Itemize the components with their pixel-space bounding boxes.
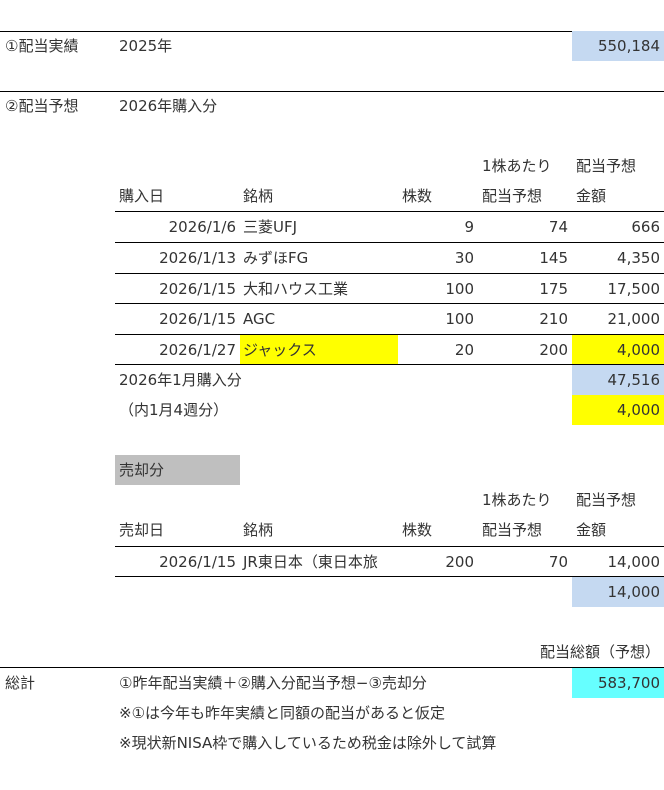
total-header: 配当総額（予想） [539, 643, 660, 661]
section2-title: 2026年購入分 [119, 97, 218, 115]
divider [115, 303, 664, 304]
sale-total[interactable]: 14,000 [572, 577, 664, 607]
stock-name[interactable]: AGC [243, 310, 276, 328]
purchase-date[interactable]: 2026/1/15 [159, 280, 236, 298]
dividend-amount[interactable]: 21,000 [607, 310, 661, 328]
table-row: 2026/1/6 三菱UFJ 9 74 666 [0, 212, 664, 242]
stock-name[interactable]: みずほFG [243, 249, 309, 267]
section1-label: ①配当実績 [5, 37, 79, 55]
divider [115, 364, 664, 365]
shares[interactable]: 100 [445, 310, 474, 328]
week-amount[interactable]: 4,000 [572, 395, 664, 425]
dividend-amount[interactable]: 4,350 [617, 249, 660, 267]
sale-total-row: 14,000 [0, 577, 664, 607]
note-row: ※現状新NISA枠で購入しているため税金は除外して試算 [0, 728, 664, 758]
summary-total[interactable]: 583,700 [572, 668, 664, 698]
note-row: ※①は今年も昨年実績と同額の配当があると仮定 [0, 698, 664, 728]
table-row: 2026/1/27 ジャックス 20 200 4,000 [0, 335, 664, 365]
week-label: （内1月4週分） [119, 401, 229, 419]
section1-amount[interactable]: 550,184 [572, 31, 664, 61]
divider [115, 546, 664, 547]
purchase-date[interactable]: 2026/1/27 [159, 341, 236, 359]
header-date: 売却日 [119, 521, 165, 539]
dividend-amount[interactable]: 666 [631, 218, 660, 236]
section1-year: 2025年 [119, 37, 173, 55]
total-header-row: 配当総額（予想） [0, 637, 664, 667]
table-row: 2026/1/13 みずほFG 30 145 4,350 [0, 243, 664, 273]
summary-formula: ①昨年配当実績＋②購入分配当予想−③売却分 [119, 674, 427, 692]
table-row: 2026/1/15 AGC 100 210 21,000 [0, 304, 664, 334]
section2-row: ②配当予想 2026年購入分 [0, 91, 664, 121]
section2-label: ②配当予想 [5, 97, 79, 115]
dividend-amount[interactable]: 17,500 [607, 280, 661, 298]
summary-row: 総計 ①昨年配当実績＋②購入分配当予想−③売却分 583,700 [0, 668, 664, 698]
sale-date[interactable]: 2026/1/15 [159, 553, 236, 571]
header-shares: 株数 [402, 187, 433, 205]
purchase-date[interactable]: 2026/1/6 [168, 218, 236, 236]
header-stock: 銘柄 [243, 187, 274, 205]
stock-name[interactable]: 三菱UFJ [243, 218, 298, 236]
header-per-share: 配当予想 [482, 521, 543, 539]
divider [0, 91, 664, 92]
summary-label: 総計 [5, 674, 36, 692]
table-row: 2026/1/15 大和ハウス工業 100 175 17,500 [0, 274, 664, 304]
header-stock: 銘柄 [243, 521, 274, 539]
per-share-dividend[interactable]: 175 [539, 280, 568, 298]
divider [0, 31, 664, 32]
dividend-amount[interactable]: 4,000 [572, 335, 664, 365]
per-share-dividend[interactable]: 145 [539, 249, 568, 267]
week-row: （内1月4週分） 4,000 [0, 395, 664, 425]
note-2: ※現状新NISA枠で購入しているため税金は除外して試算 [119, 734, 497, 752]
divider [115, 576, 664, 577]
header-forecast-top: 配当予想 [576, 157, 637, 175]
purchase-header: 購入日 銘柄 株数 配当予想 金額 [0, 181, 664, 211]
section1-row: ①配当実績 2025年 550,184 [0, 31, 664, 61]
stock-name[interactable]: ジャックス [240, 335, 398, 365]
purchase-header-top: 1株あたり 配当予想 [0, 151, 664, 181]
note-1: ※①は今年も昨年実績と同額の配当があると仮定 [119, 704, 446, 722]
shares[interactable]: 30 [454, 249, 474, 267]
header-per-share-top: 1株あたり [482, 157, 552, 175]
sale-header: 売却日 銘柄 株数 配当予想 金額 [0, 515, 664, 545]
per-share-dividend[interactable]: 210 [539, 310, 568, 328]
header-forecast-top: 配当予想 [576, 491, 637, 509]
purchase-date[interactable]: 2026/1/13 [159, 249, 236, 267]
header-date: 購入日 [119, 187, 165, 205]
subtotal-label: 2026年1月購入分 [119, 371, 242, 389]
header-per-share: 配当予想 [482, 187, 543, 205]
per-share-dividend[interactable]: 70 [548, 553, 568, 571]
sale-title: 売却分 [115, 455, 240, 485]
purchase-date[interactable]: 2026/1/15 [159, 310, 236, 328]
table-row: 2026/1/15 JR東日本（東日本旅 200 70 14,000 [0, 547, 664, 577]
sale-title-row: 売却分 [0, 455, 664, 485]
shares[interactable]: 200 [445, 553, 474, 571]
sale-header-top: 1株あたり 配当予想 [0, 485, 664, 515]
shares[interactable]: 9 [464, 218, 474, 236]
header-amount: 金額 [576, 521, 607, 539]
divider [115, 211, 664, 212]
shares[interactable]: 100 [445, 280, 474, 298]
subtotal-amount[interactable]: 47,516 [572, 365, 664, 395]
header-per-share-top: 1株あたり [482, 491, 552, 509]
header-amount: 金額 [576, 187, 607, 205]
stock-name[interactable]: JR東日本（東日本旅 [243, 553, 378, 571]
per-share-dividend[interactable]: 200 [539, 341, 568, 359]
subtotal-row: 2026年1月購入分 47,516 [0, 365, 664, 395]
divider [115, 242, 664, 243]
dividend-amount[interactable]: 14,000 [607, 553, 661, 571]
stock-name[interactable]: 大和ハウス工業 [243, 280, 349, 298]
per-share-dividend[interactable]: 74 [548, 218, 568, 236]
header-shares: 株数 [402, 521, 433, 539]
divider [0, 667, 664, 668]
divider [115, 334, 664, 335]
divider [115, 273, 664, 274]
shares[interactable]: 20 [454, 341, 474, 359]
